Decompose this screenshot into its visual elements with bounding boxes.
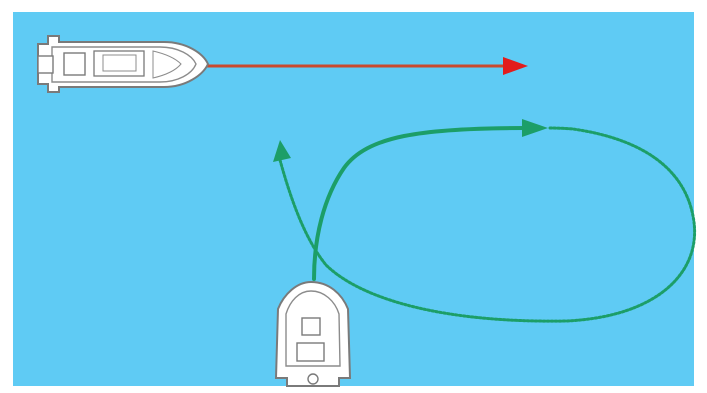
inflatable-boat-icon [274, 280, 352, 387]
motorboat-icon [37, 35, 210, 93]
red-arrow-icon [204, 57, 528, 75]
green-curved-arrow-icon [312, 119, 548, 281]
green-dashed-arrow-icon [273, 126, 696, 323]
